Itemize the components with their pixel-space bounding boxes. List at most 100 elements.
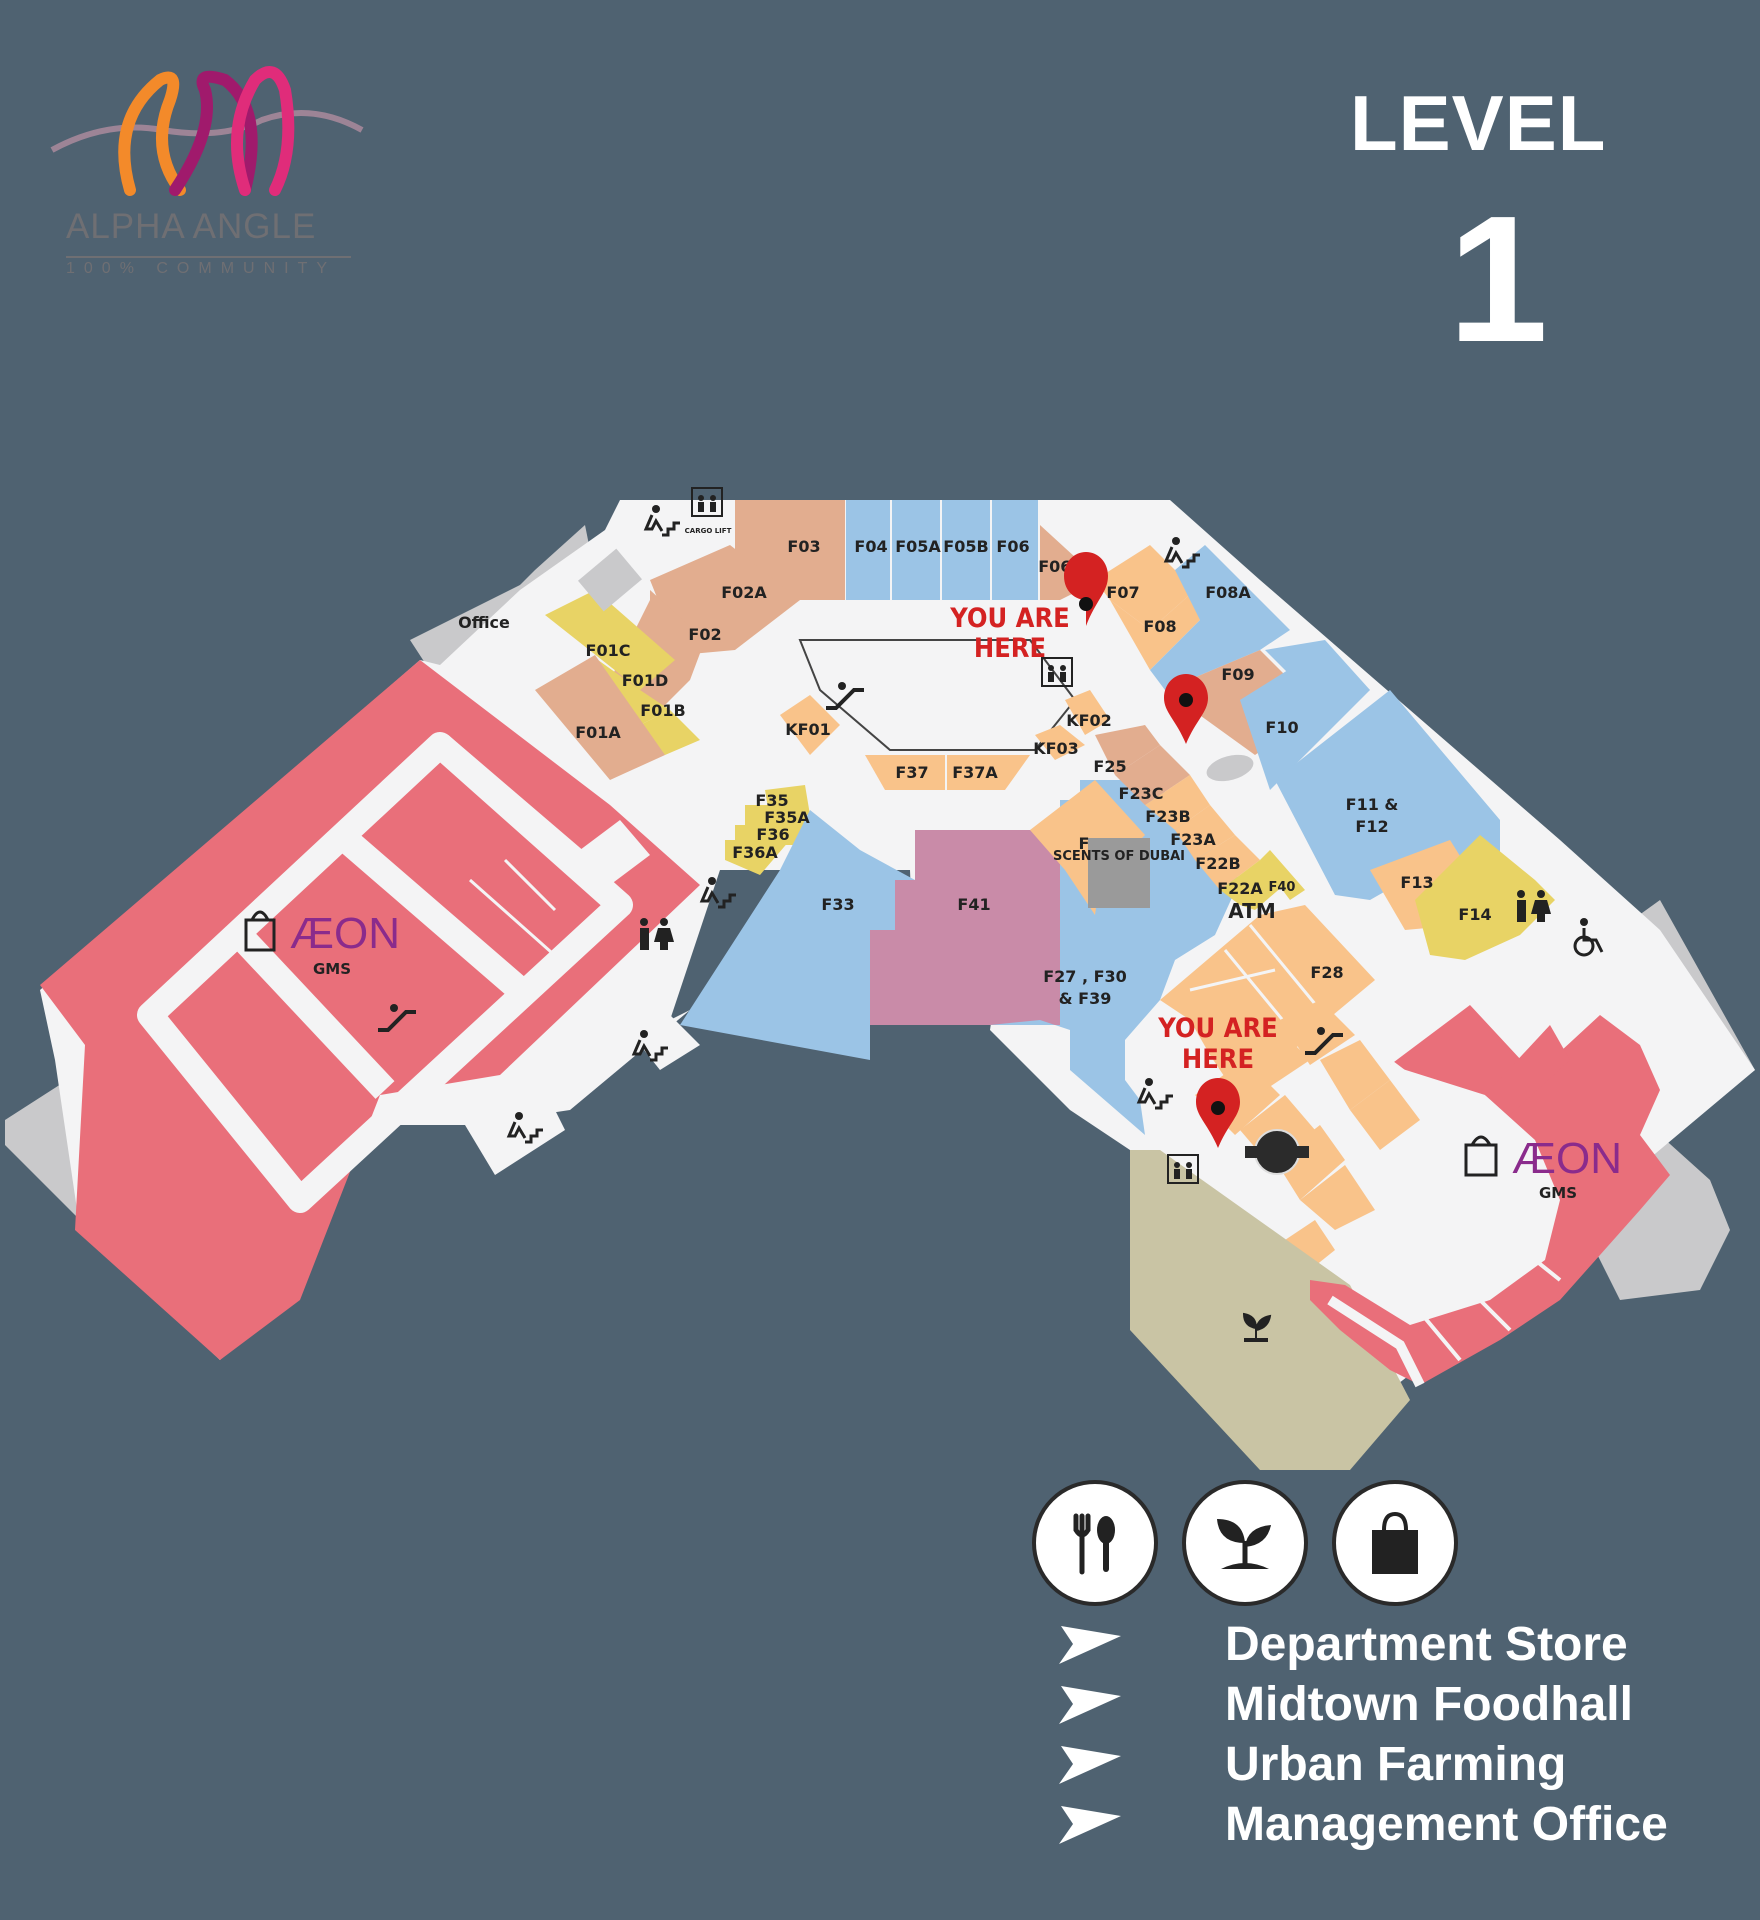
unit-F41[interactable] [870, 830, 1060, 1025]
unit-F04[interactable] [846, 500, 890, 600]
aeon-west-logo: ÆON GMS [244, 909, 400, 978]
unit-F22B[interactable] [1195, 835, 1260, 890]
unit-F01D[interactable] [598, 660, 670, 730]
unit-F25[interactable] [1095, 725, 1160, 775]
label-F02: F02 [688, 625, 721, 644]
logo-name: ALPHA ANGLE [66, 207, 317, 246]
unit-F14[interactable] [1415, 835, 1555, 960]
legend-label: Urban Farming [1225, 1737, 1567, 1791]
arrow-icon [1059, 1686, 1121, 1724]
label-F28: F28 [1310, 963, 1343, 982]
shopping-bag-icon-west [244, 910, 276, 952]
aeon-east-brand: ÆON [1512, 1134, 1622, 1183]
plant-icon [1182, 1480, 1308, 1606]
label-F23C: F23C [1119, 784, 1164, 803]
escalator-icon-east [1305, 1027, 1343, 1055]
label-F23A: F23A [1170, 830, 1216, 849]
urban-farm-area[interactable] [1130, 1150, 1410, 1470]
unit-F01A[interactable] [535, 655, 665, 780]
alpha-angle-logo-graphic [50, 66, 364, 196]
label-cargo-lift: CARGO LIFT [685, 527, 732, 535]
label-F04: F04 [854, 537, 887, 556]
unit-F01C[interactable] [545, 590, 675, 690]
you-are-here-marker-south: YOU ARE HERE [1157, 1013, 1278, 1148]
label-F08: F08 [1143, 617, 1176, 636]
unit-KF01[interactable] [780, 695, 840, 755]
unit-F33[interactable] [680, 810, 915, 1060]
aeon-east-store[interactable] [1310, 1005, 1670, 1385]
label-F10: F10 [1265, 718, 1298, 737]
label-F05B: F05B [943, 537, 988, 556]
unit-F07[interactable] [1095, 545, 1195, 630]
you-are-here-text-1a: YOU ARE [949, 603, 1070, 634]
restroom-icon-west [640, 918, 674, 950]
unit-KF02[interactable] [1065, 690, 1110, 735]
label-F36A: F36A [732, 843, 778, 862]
unit-F01B[interactable] [630, 710, 700, 755]
aeon-east-gms: GMS [1539, 1184, 1577, 1202]
aeon-west-nook [580, 820, 650, 885]
unit-F36A[interactable] [725, 840, 790, 875]
legend-label: Midtown Foodhall [1225, 1677, 1633, 1731]
arrow-icon [1059, 1626, 1121, 1664]
label-F03: F03 [787, 537, 820, 556]
legend-item-department-store: Department Store [1055, 1614, 1628, 1674]
label-F41: F41 [957, 895, 990, 914]
unit-F23C[interactable] [1115, 745, 1190, 805]
label-atm: ATM [1228, 899, 1275, 923]
unit-F23B[interactable] [1145, 775, 1210, 830]
label-F06: F06 [996, 537, 1029, 556]
legend-label: Management Office [1225, 1797, 1668, 1851]
unit-F06[interactable] [992, 500, 1038, 600]
aeon-west-gms: GMS [313, 960, 351, 978]
unit-F10-main[interactable] [1240, 650, 1370, 790]
aeon-east-aisle-1 [1387, 1061, 1460, 1141]
label-F33: F33 [821, 895, 854, 914]
scents-of-dubai-sign [1088, 838, 1150, 908]
unit-F27-F30-F39[interactable] [990, 780, 1240, 1135]
label-F12: F12 [1355, 817, 1388, 836]
unit-F08[interactable] [1110, 590, 1200, 670]
label-F14: F14 [1458, 905, 1491, 924]
legend-item-urban-farming: Urban Farming [1055, 1734, 1566, 1794]
label-F01B: F01B [640, 701, 685, 720]
legend-label: Department Store [1225, 1617, 1628, 1671]
stairs-icon-sw [631, 1030, 668, 1062]
unit-F08A[interactable] [1150, 545, 1290, 690]
label-F2x: F [1079, 834, 1090, 853]
wheelchair-icon [1573, 918, 1604, 957]
unit-F05A[interactable] [892, 500, 940, 600]
stairs-icon-west [699, 877, 736, 909]
label-office: Office [458, 613, 510, 632]
unit-F37A[interactable] [947, 755, 1030, 790]
level-title: LEVEL [1350, 79, 1607, 167]
unit-KF03[interactable] [1035, 725, 1085, 760]
label-KF02: KF02 [1066, 711, 1112, 730]
label-F37: F37 [895, 763, 928, 782]
label-KF01: KF01 [785, 720, 831, 739]
aeon-east-tower [1485, 1025, 1570, 1115]
label-F01C: F01C [586, 641, 631, 660]
seating-oval [1206, 754, 1254, 782]
label-F35: F35 [755, 791, 788, 810]
label-F40: F40 [1269, 880, 1296, 895]
map-pin-dot-central [1179, 693, 1193, 707]
legend-item-management-office: Management Office [1055, 1794, 1668, 1854]
atrium-void [798, 639, 1077, 751]
arrow-icon [1059, 1746, 1121, 1784]
unit-F35A[interactable] [745, 805, 805, 830]
unit-F23A[interactable] [1175, 805, 1235, 860]
label-KF03: KF03 [1033, 739, 1079, 758]
you-are-here-text-2b: HERE [1182, 1044, 1254, 1075]
aeon-east-dividers [1408, 1238, 1562, 1362]
level-number: 1 [1448, 179, 1549, 380]
shopping-bag-icon-east [1464, 1135, 1498, 1177]
unit-F40[interactable] [1260, 850, 1305, 900]
unit-F05B[interactable] [942, 500, 990, 600]
lift-icon-south [1167, 1154, 1199, 1184]
unit-F37[interactable] [865, 755, 945, 790]
food-icon [1032, 1480, 1158, 1606]
label-F01D: F01D [622, 671, 668, 690]
unit-F2-front[interactable] [1030, 780, 1145, 915]
